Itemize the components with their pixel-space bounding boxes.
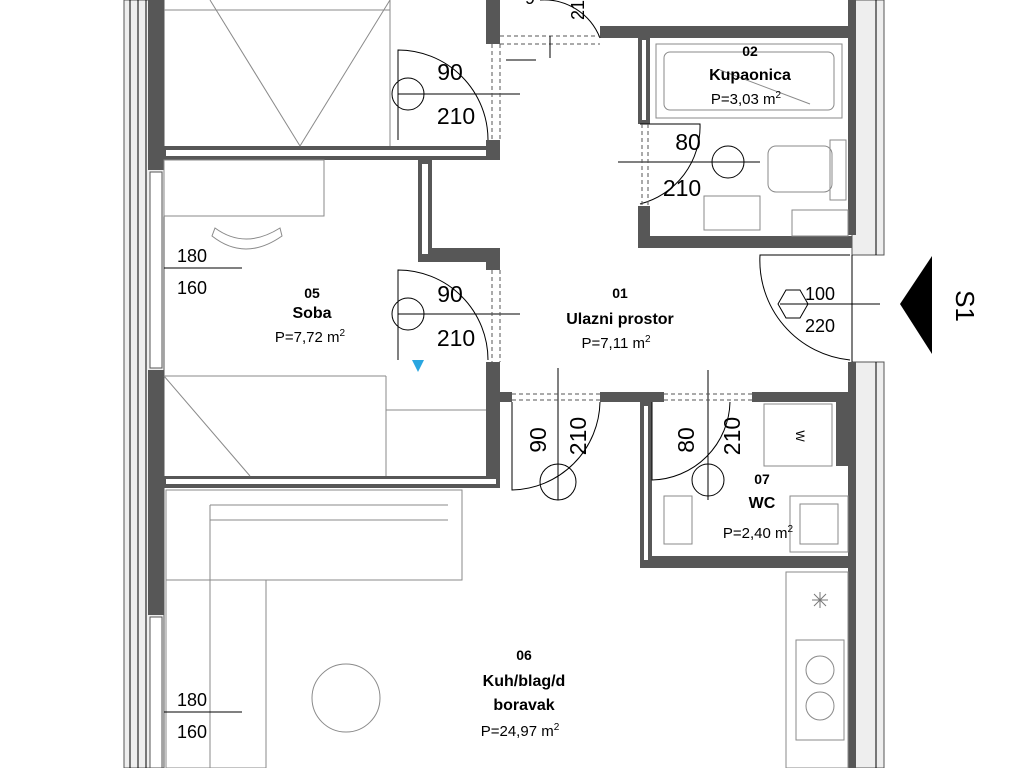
room-name: Kuh/blag/d [483,673,566,690]
room-number: 06 [516,647,532,663]
door-dims: 90 210 80 210 90 210 100 220 90 210 80 2… [437,0,835,455]
exterior-wall-right [848,0,885,768]
room-name-2: boravak [493,697,554,714]
room-name: Kupaonica [709,67,791,84]
room-area: P=2,40 m [723,525,788,542]
room-area: P=3,03 m [711,91,776,108]
room-name: WC [749,495,776,512]
room-name: Soba [292,305,331,322]
room-area: P=7,11 m [581,335,645,352]
appliance-label: W [793,430,807,442]
door-height: 220 [805,316,835,336]
door-width: 90 [437,59,463,85]
door-width: 90 [525,427,551,453]
window-height: 160 [177,722,207,742]
triangle-marker [412,360,424,372]
door-height: 210 [663,175,701,201]
door-width: 21 [568,0,588,20]
svg-text:P=3,03 m2: P=3,03 m2 [711,90,782,108]
door-height: 210 [719,417,745,455]
openings [164,36,752,713]
room-label-05: 05 Soba P=7,72 m2 [275,285,346,346]
living-furniture [165,489,849,768]
window-dims: 180 160 180 160 [177,246,207,742]
room-area-sup: 2 [788,524,794,535]
door-width: 80 [673,427,699,453]
door-width: 90 [437,281,463,307]
door-height: 210 [437,103,475,129]
section-marker [900,256,932,354]
room-label-07: 07 WC P=2,40 m2 [723,471,794,542]
door-height: 210 [437,325,475,351]
room-number: 05 [304,285,320,301]
exterior-wall-left [123,0,165,768]
svg-text:P=7,11 m2: P=7,11 m2 [581,334,651,352]
room-area-sup: 2 [776,90,782,101]
svg-text:P=2,40 m2: P=2,40 m2 [723,524,794,542]
window-height: 160 [177,278,207,298]
room-area-sup: 2 [554,722,560,733]
soba-furniture [163,159,486,477]
bed-top-left [164,0,391,147]
door-width: 100 [805,284,835,304]
room-number: 02 [742,43,758,59]
room-label-06: 06 Kuh/blag/d boravak P=24,97 m2 [481,647,566,740]
door-height: 9 [525,0,535,8]
window-width: 180 [177,690,207,710]
room-area: P=24,97 m [481,723,554,740]
svg-text:P=7,72 m2: P=7,72 m2 [275,328,346,346]
section-label: S1 [950,290,980,322]
bathroom-fixtures [655,43,849,553]
svg-text:P=24,97 m2: P=24,97 m2 [481,722,560,740]
room-area: P=7,72 m [275,329,340,346]
interior-walls [164,0,852,568]
room-area-sup: 2 [645,334,651,345]
window-width: 180 [177,246,207,266]
room-number: 01 [612,285,628,301]
door-width: 80 [675,129,701,155]
room-label-01: 01 Ulazni prostor P=7,11 m2 [566,285,674,352]
room-name: Ulazni prostor [566,311,674,328]
room-label-02: 02 Kupaonica P=3,03 m2 [709,43,791,108]
room-area-sup: 2 [340,328,346,339]
door-height: 210 [565,417,591,455]
room-number: 07 [754,471,770,487]
snowflake-icon [812,592,828,608]
